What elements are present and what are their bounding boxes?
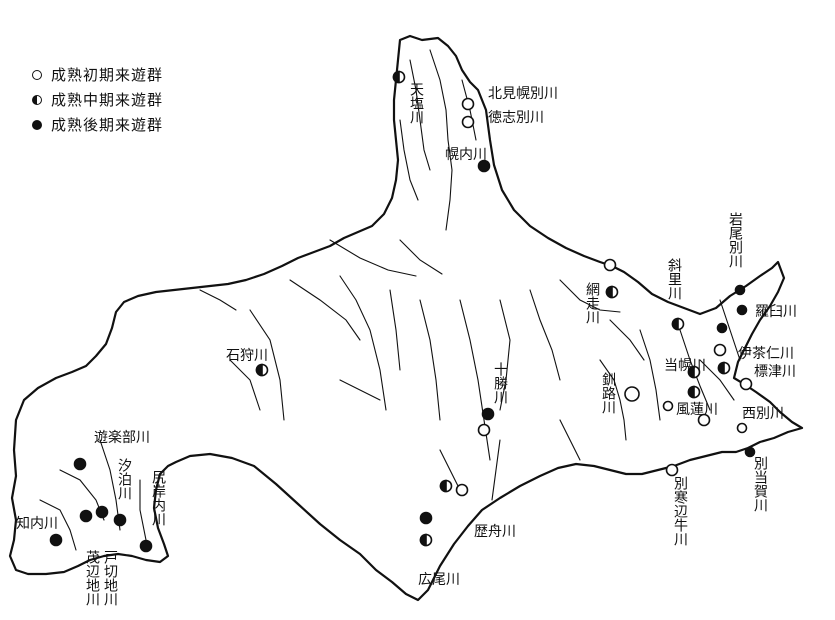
- river-label-kitami-horobetsu: 北見幌別川: [488, 86, 558, 102]
- site-marker: [716, 322, 728, 334]
- site-marker: [49, 533, 63, 547]
- river-label-yurappu: 遊楽部川: [94, 430, 150, 446]
- river-label-tohoro: 当幌川: [664, 358, 706, 374]
- river-label-kushiro: 釧路川: [600, 372, 616, 414]
- site-marker: [477, 159, 491, 173]
- filled-circle-icon: [32, 119, 42, 130]
- river-label-rausu: 羅臼川: [755, 304, 797, 320]
- river-label-tobetsu: 戸切地川: [102, 550, 118, 606]
- site-marker: [624, 386, 640, 402]
- site-marker: [605, 285, 613, 299]
- site-marker: [697, 413, 711, 427]
- site-marker: [419, 533, 427, 547]
- legend-item-early: 成熟初期来遊群: [32, 62, 163, 87]
- river-label-teshio: 天塩川: [408, 82, 424, 124]
- river-label-iwaobetsu: 岩尾別川: [727, 212, 743, 268]
- site-marker: [662, 400, 674, 412]
- site-marker: [79, 509, 93, 523]
- legend-label: 成熟初期来遊群: [51, 66, 164, 84]
- site-marker: [455, 483, 469, 497]
- site-marker: [73, 457, 87, 471]
- site-marker: [113, 513, 127, 527]
- river-label-hiroo: 広尾川: [418, 572, 460, 588]
- site-marker: [477, 423, 491, 437]
- legend-item-mid: 成熟中期来遊群: [32, 87, 163, 112]
- site-marker: [419, 511, 433, 525]
- site-marker: [687, 385, 695, 399]
- river-label-shari: 斜里川: [666, 258, 682, 300]
- river-label-tokushibetsu: 徳志別川: [488, 110, 544, 126]
- site-marker: [255, 363, 263, 377]
- site-marker: [713, 343, 727, 357]
- site-marker: [95, 505, 109, 519]
- river-label-abashiri: 網走川: [584, 282, 600, 324]
- river-label-shirikishinai: 尻岸内川: [150, 470, 166, 526]
- river-label-betsutoga: 別当賀川: [752, 456, 768, 512]
- river-network: [39, 49, 741, 551]
- open-circle-icon: [32, 69, 42, 80]
- site-marker: [736, 422, 748, 434]
- river-label-bekkanbeushi: 別寒辺牛川: [672, 476, 688, 546]
- river-label-nishibetsu: 西別川: [742, 406, 784, 422]
- site-marker: [461, 115, 475, 129]
- site-marker: [665, 463, 679, 477]
- site-marker: [739, 377, 753, 391]
- site-marker: [671, 317, 679, 331]
- river-label-shibetsu: 標津川: [754, 364, 796, 380]
- site-marker: [392, 70, 400, 84]
- river-label-ishikari: 石狩川: [226, 348, 268, 364]
- legend: 成熟初期来遊群 成熟中期来遊群 成熟後期来遊群: [32, 62, 163, 137]
- river-label-horonai: 幌内川: [445, 147, 487, 163]
- legend-item-late: 成熟後期来遊群: [32, 112, 163, 137]
- site-marker: [736, 304, 748, 316]
- river-label-rekifune: 歴舟川: [474, 524, 516, 540]
- legend-label: 成熟中期来遊群: [51, 91, 164, 109]
- half-filled-circle-icon: [32, 94, 42, 105]
- site-marker: [687, 365, 695, 379]
- sites: [49, 70, 756, 553]
- site-marker: [603, 258, 617, 272]
- site-marker: [744, 446, 756, 458]
- site-marker: [481, 407, 495, 421]
- site-marker: [439, 479, 447, 493]
- coastline: [8, 34, 804, 602]
- river-label-furen: 風蓮川: [676, 402, 718, 418]
- site-marker: [461, 97, 475, 111]
- river-label-ichani: 伊茶仁川: [738, 346, 794, 362]
- site-marker: [734, 284, 746, 296]
- river-label-shiodomari: 汐泊川: [116, 458, 132, 500]
- river-label-shiriuchi: 知内川: [16, 516, 58, 532]
- river-label-tokachi: 十勝川: [492, 362, 508, 404]
- river-label-heberuchi: 茂辺地川: [84, 550, 100, 606]
- site-marker: [139, 539, 153, 553]
- site-marker: [717, 361, 725, 375]
- legend-label: 成熟後期来遊群: [51, 116, 164, 134]
